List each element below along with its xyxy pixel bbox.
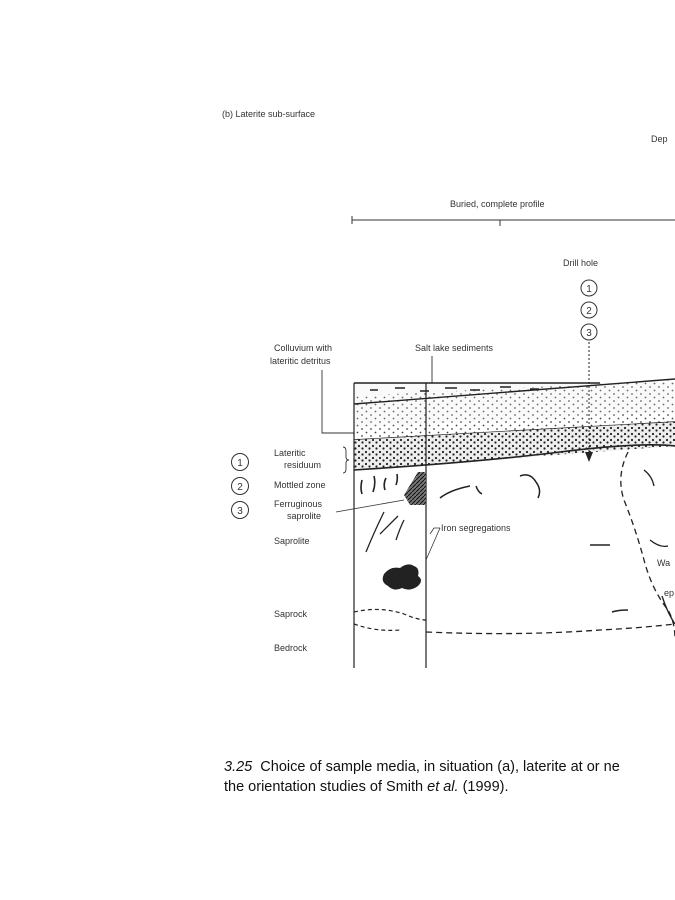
- caption-et-al: et al.: [427, 779, 459, 795]
- right-vein-curves: [643, 469, 669, 548]
- profile-sample-circle-2: [231, 477, 249, 495]
- caption-figure-number: 3.25: [224, 759, 253, 775]
- drill-sample-number-1: 1: [586, 284, 592, 295]
- lateritic-residuum-band: [354, 422, 675, 470]
- cut-off-title: Dep: [651, 134, 668, 144]
- iron-leader: [425, 527, 441, 561]
- salt-lake-label: Salt lake sediments: [415, 343, 494, 353]
- drill-sample-circle-3: [580, 323, 598, 341]
- drill-sample-circle-1: [580, 279, 598, 297]
- cut-label-ep: ep: [664, 588, 674, 598]
- ferruginous-label-line1: Ferruginous: [274, 499, 323, 509]
- bedrock-boundary: [425, 623, 675, 635]
- drill-sample-number-2: 2: [586, 306, 592, 317]
- lateritic-brace: [342, 446, 350, 474]
- colluvium-label-line1: Colluvium with: [274, 343, 332, 353]
- bracket-label: Buried, complete profile: [450, 199, 545, 209]
- salt-lake-stipple: [354, 380, 675, 427]
- iron-segregations-label: Iron segregations: [441, 523, 511, 533]
- figure-caption: 3.25 Choice of sample media, in situatio…: [224, 757, 675, 797]
- iron-segregation-blob: [382, 564, 421, 590]
- profile-sample-number-3: 3: [237, 506, 243, 517]
- drill-hole-label: Drill hole: [563, 258, 598, 268]
- saprolite-veins: [365, 511, 405, 553]
- profile-sample-number-2: 2: [237, 482, 243, 493]
- iron-leader-secondary: [429, 527, 440, 535]
- colluvium-label-line2: lateritic detritus: [270, 356, 331, 366]
- saprock-label: Saprock: [274, 609, 308, 619]
- right-edge-curve: [661, 595, 675, 625]
- saprock-boundary: [353, 608, 427, 621]
- profile-sample-circle-3: [231, 501, 249, 519]
- cut-label-wa: Wa: [657, 558, 670, 568]
- mottle-marks: [360, 473, 399, 495]
- caption-line-2: the orientation studies of Smith et al. …: [224, 777, 675, 797]
- bedrock-label: Bedrock: [274, 643, 308, 653]
- salt-lake-dashes: [370, 386, 539, 392]
- ferruginous-label-line2: saprolite: [287, 511, 321, 521]
- weathering-front-dashed: [620, 451, 675, 641]
- caption-line-1: 3.25 Choice of sample media, in situatio…: [224, 757, 675, 777]
- lateritic-label-line1: Lateritic: [274, 448, 306, 458]
- panel-title: (b) Laterite sub-surface: [222, 109, 315, 119]
- caption-line-2-suffix: (1999).: [458, 779, 509, 795]
- lateritic-residuum-base: [353, 444, 675, 471]
- drill-sample-markers: 1 2 3: [580, 279, 598, 341]
- caption-line-1-text: Choice of sample media, in situation (a)…: [260, 759, 620, 775]
- mottled-zone-label: Mottled zone: [274, 480, 326, 490]
- profile-sample-markers: 1 2 3: [231, 453, 249, 519]
- ferruginous-hatch: [404, 472, 426, 505]
- profile-sample-number-1: 1: [237, 458, 243, 469]
- ferruginous-leader: [335, 499, 405, 513]
- drill-arrow-head: [585, 452, 593, 462]
- caption-line-2-prefix: the orientation studies of Smith: [224, 779, 428, 795]
- colluvium-leader: [321, 370, 354, 434]
- colluvium-band: [354, 412, 675, 440]
- drill-sample-circle-2: [580, 301, 598, 319]
- drill-sample-number-3: 3: [586, 328, 592, 339]
- right-cracks: [439, 474, 629, 613]
- lateritic-label-line2: residuum: [284, 460, 321, 470]
- salt-lake-base-line: [353, 378, 675, 405]
- saprock-boundary-lower: [353, 623, 401, 631]
- saprolite-label: Saprolite: [274, 536, 310, 546]
- profile-sample-circle-1: [231, 453, 249, 471]
